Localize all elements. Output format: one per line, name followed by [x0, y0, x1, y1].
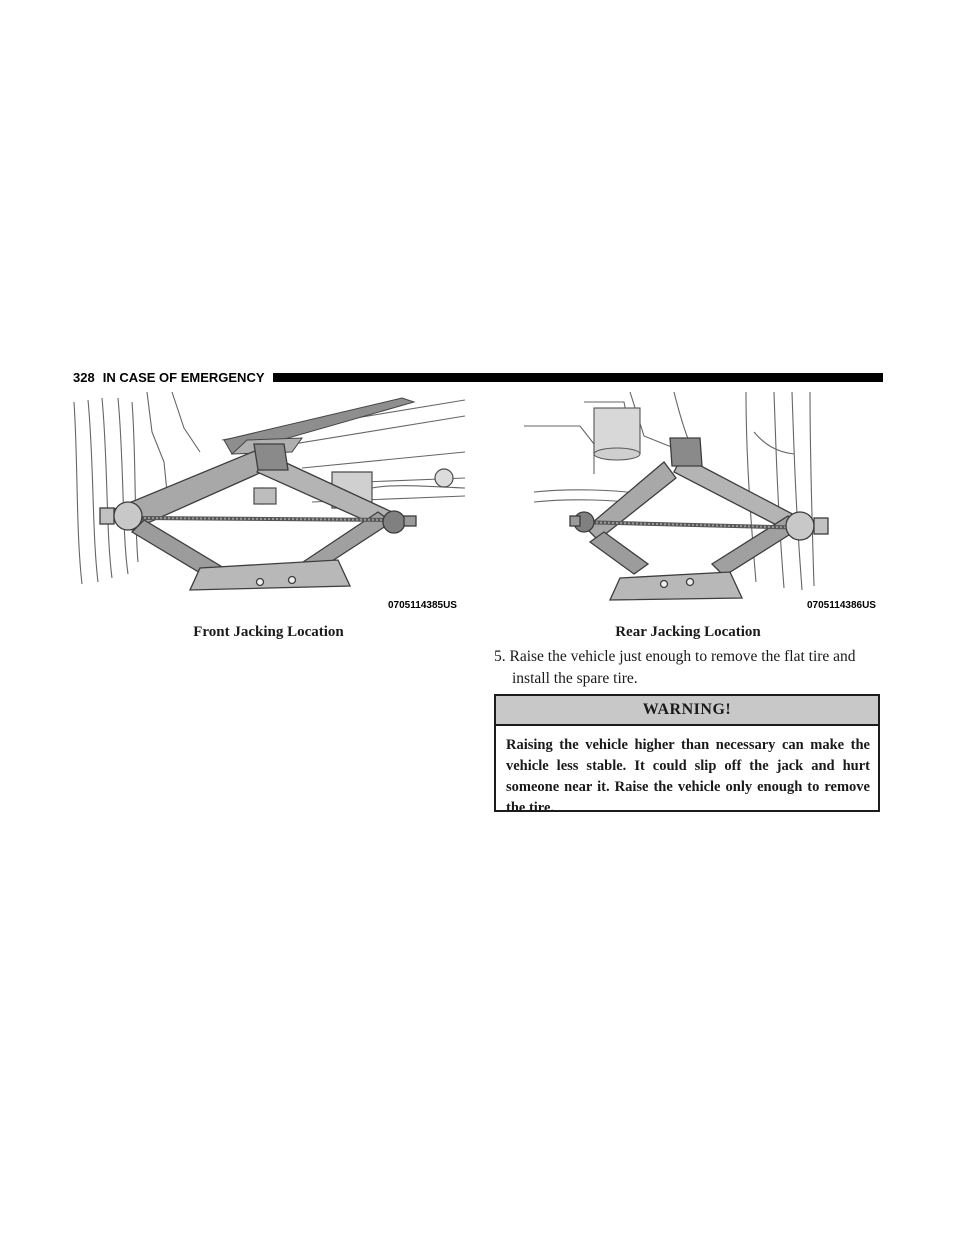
front-figure-caption: Front Jacking Location [193, 624, 344, 640]
rear-figure-caption: Rear Jacking Location [615, 624, 761, 640]
rear-figure-code: 0705114386US [806, 600, 877, 611]
section-title: IN CASE OF EMERGENCY [102, 369, 265, 385]
step-text-1: Raise the vehicle just enough to remove … [509, 648, 856, 665]
warning-title: WARNING! [496, 696, 878, 726]
front-jacking-figure [72, 392, 465, 614]
header-rule [272, 372, 883, 382]
step-number: 5. [494, 648, 506, 665]
front-jack-illustration [73, 392, 465, 591]
page-header: 328 IN CASE OF EMERGENCY [73, 366, 883, 388]
step-5: 5. Raise the vehicle just enough to remo… [494, 646, 884, 690]
rear-jack-illustration [524, 392, 829, 601]
warning-body: Raising the vehicle higher than necessar… [506, 737, 870, 816]
front-figure-code: 0705114385US [387, 600, 458, 611]
rear-jacking-figure [494, 392, 882, 614]
step-5-line-1: 5. Raise the vehicle just enough to remo… [494, 646, 884, 668]
step-5-line-2: install the spare tire. [512, 670, 638, 687]
page-number: 328 [73, 369, 95, 385]
warning-box: WARNING! Raising the vehicle higher than… [494, 694, 880, 816]
